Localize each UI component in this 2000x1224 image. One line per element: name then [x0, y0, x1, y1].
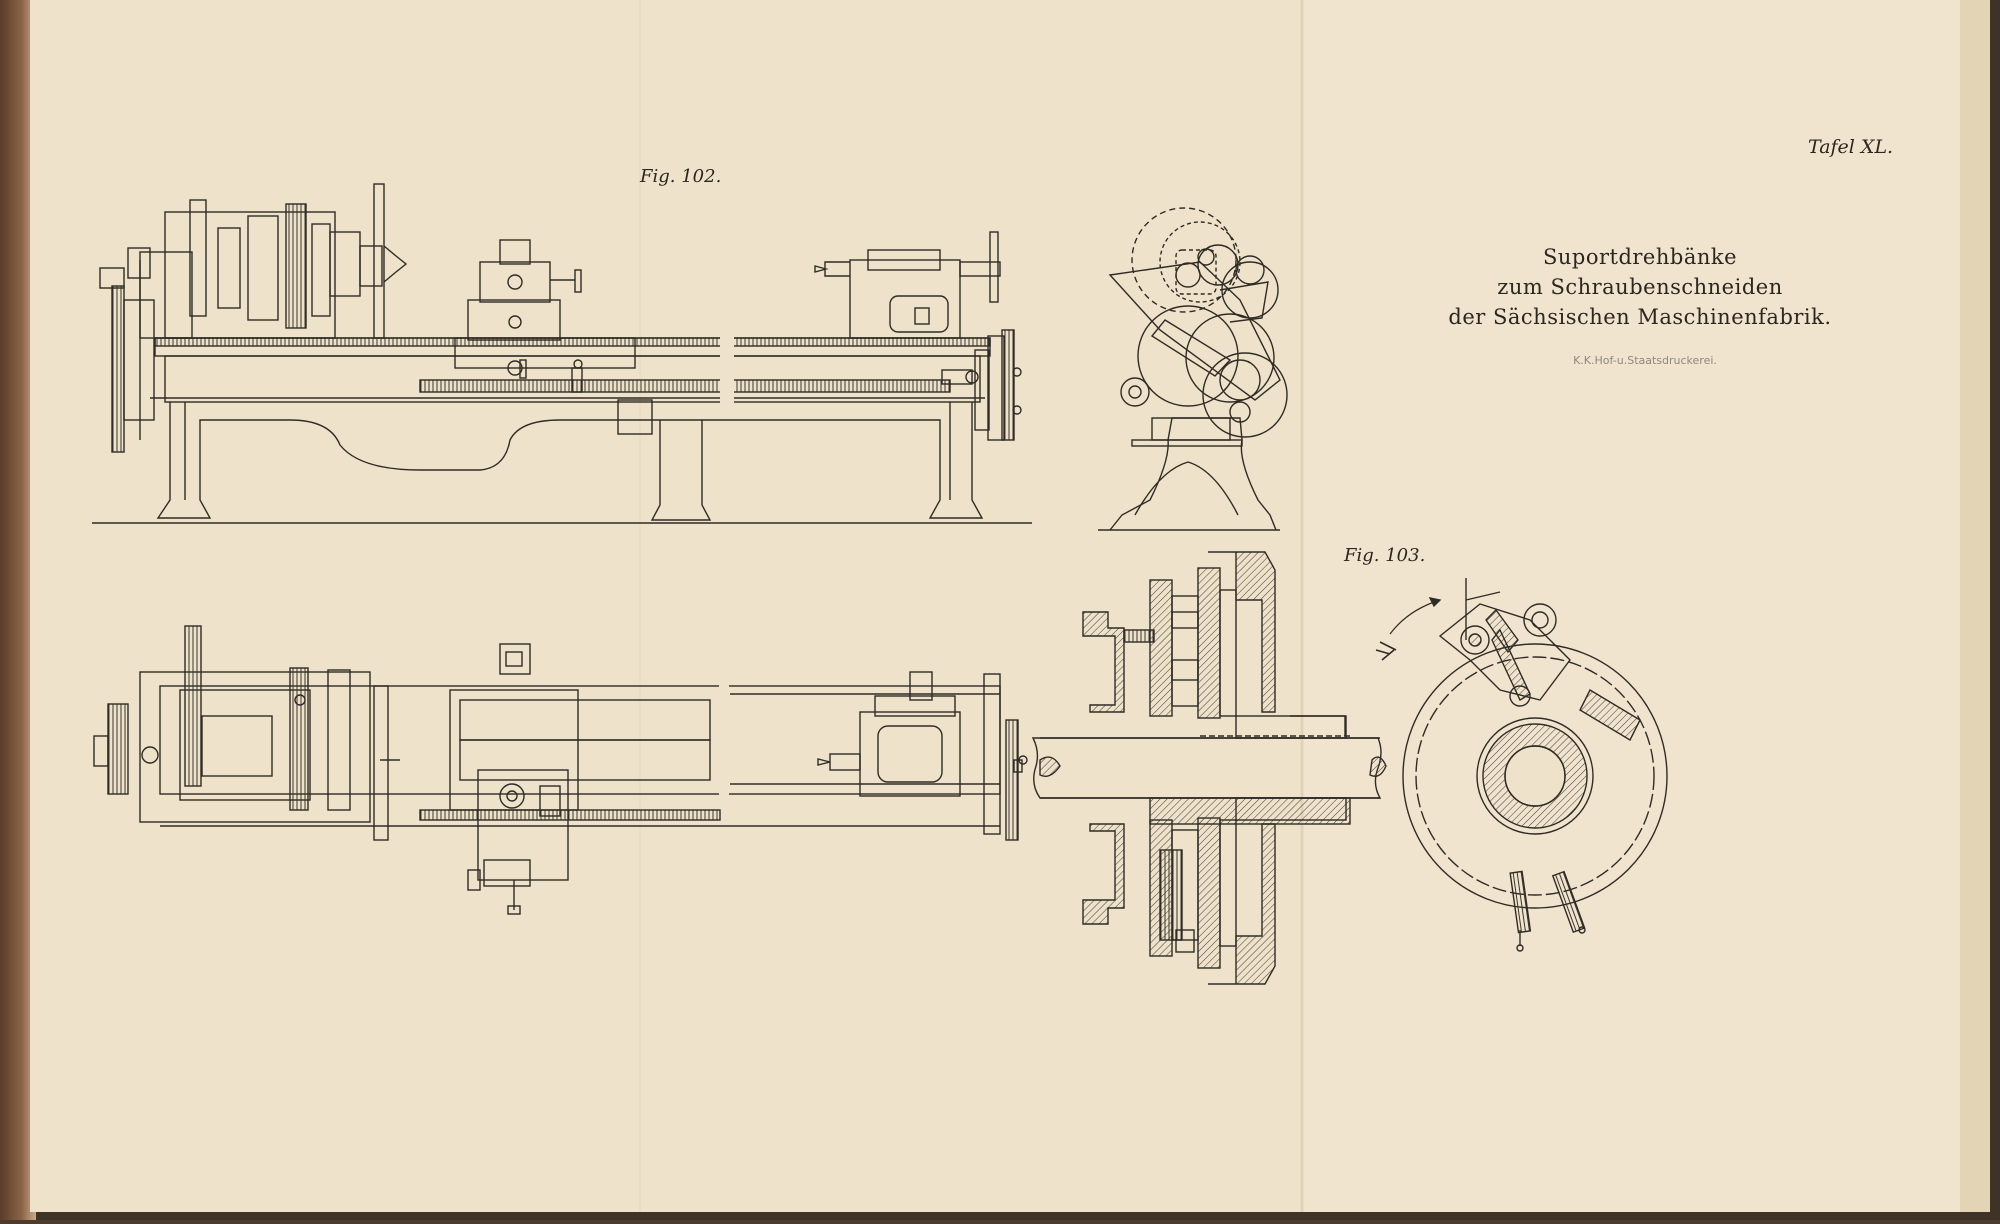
title-line-3: der Sächsischen Maschinenfabrik. — [1448, 305, 1832, 329]
page-edge — [1960, 0, 1990, 1212]
title-line-1: Suportdrehbänke — [1542, 245, 1738, 269]
fold-panel — [1300, 0, 1990, 1212]
fig102-plan-view — [93, 625, 1028, 915]
fig103-label: Fig. 103. — [1344, 545, 1426, 566]
plate-number: Tafel XL. — [1808, 136, 1894, 158]
title-line-2: zum Schraubenschneiden — [1497, 275, 1783, 299]
plate-title: Suportdrehbänke zum Schraubenschneiden d… — [1430, 242, 1850, 332]
fig102-end-view — [1098, 207, 1288, 531]
printer-credit: K.K.Hof-u.Staatsdruckerei. — [1573, 354, 1717, 367]
spindle-bearing-section — [1031, 551, 1387, 985]
fig102-label: Fig. 102. — [640, 166, 722, 187]
fig103-clutch-detail — [1375, 578, 1668, 952]
fig102-elevation — [92, 183, 1032, 524]
